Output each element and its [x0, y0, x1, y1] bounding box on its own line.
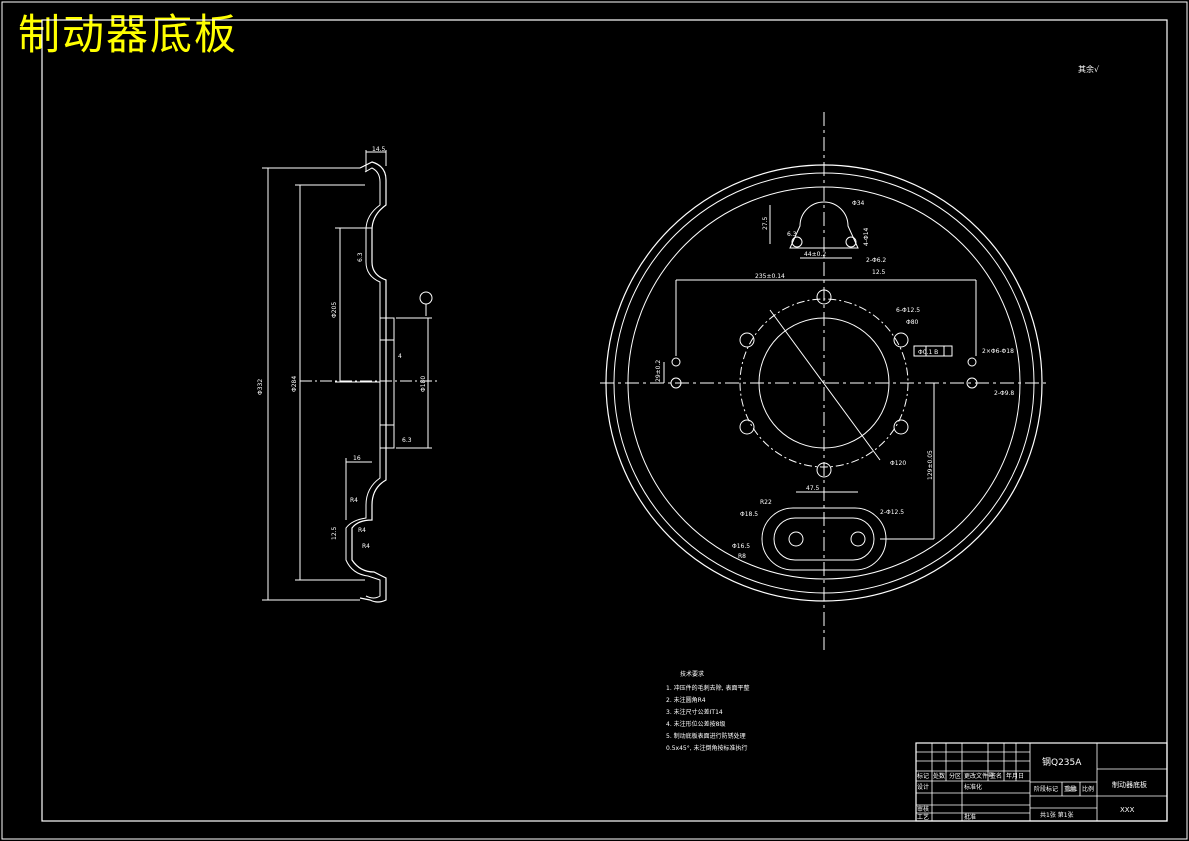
- dim-tol: Φ0.1 B: [918, 349, 938, 356]
- dim-rough2: 6.3: [402, 437, 412, 444]
- tech-req-item: 2. 未注圆角R4: [666, 696, 706, 704]
- dim-d125: 12.5: [872, 269, 886, 276]
- tech-req-item: 1. 冲压件的毛刺去除, 表面平整: [666, 684, 749, 692]
- tb-process: 工艺: [917, 813, 929, 821]
- dim-r2: R4: [358, 527, 366, 534]
- dim-bolt2b: 2-Φ9.8: [994, 390, 1014, 397]
- school-label: XXX: [1120, 806, 1135, 814]
- dim-h2: 4-Φ14: [863, 227, 870, 246]
- dim-r22: R22: [760, 499, 772, 506]
- side-view-labels: 14.5 Φ332 Φ284 Φ205 Φ180 4 16 R4 R4 R4 6…: [257, 146, 427, 550]
- dim-inner-d2: Φ205: [331, 302, 338, 318]
- dim-holes2b: 2-Φ12.5: [880, 509, 904, 516]
- tb-weight: 重量: [1064, 785, 1076, 793]
- dim-d165: Φ16.5: [732, 543, 750, 550]
- dim-v129: 129±0.05: [927, 450, 934, 480]
- dim-top-width: 14.5: [372, 146, 386, 153]
- dim-r1: R4: [350, 497, 358, 504]
- tb-row-label: 标记: [917, 772, 929, 780]
- dim-depth: 12.5: [331, 526, 338, 540]
- tb-row-label: 分区: [949, 772, 961, 780]
- tb-stage: 阶段标记: [1034, 785, 1058, 793]
- tb-approve: 批准: [964, 813, 976, 821]
- tech-req-item: 3. 未注尺寸公差IT14: [666, 708, 723, 716]
- roughness-note: 其余√: [1078, 64, 1100, 74]
- front-view: [600, 112, 1048, 650]
- dim-r8: R8: [738, 553, 746, 560]
- dim-d120: Φ120: [890, 460, 906, 467]
- dim-overall-height: Φ332: [257, 379, 264, 395]
- tb-std: 标准化: [964, 783, 982, 791]
- tb-check: 审核: [917, 805, 929, 813]
- title-block: [915, 742, 1168, 822]
- tech-req-item: 5. 制动底板表面进行防锈处理: [666, 732, 746, 740]
- tech-req-item: 4. 未注形位公差按8级: [666, 720, 725, 728]
- dim-d185: Φ18.5: [740, 511, 758, 518]
- dim-d475: 47.5: [806, 485, 820, 492]
- dim-d80: Φ80: [906, 319, 919, 326]
- front-view-labels: Φ34 27.5 6.3 4-Φ14 44±0.2 2-Φ6.2 12.5 23…: [655, 200, 1014, 560]
- dim-w444: 44±0.2: [804, 251, 826, 258]
- tech-req-item: 0.5x45°, 未注倒角按标准执行: [666, 744, 748, 752]
- tb-design: 设计: [917, 783, 929, 791]
- tech-req-heading: 技术要求: [680, 670, 704, 678]
- dim-holes6: 6-Φ12.5: [896, 307, 920, 314]
- part-name-label: 制动器底板: [1112, 780, 1147, 789]
- tb-row-label: 签名: [990, 772, 1002, 780]
- side-view: [262, 150, 440, 603]
- dim-thickness: 4: [398, 353, 402, 360]
- tb-scale-label: 比例: [1082, 785, 1094, 793]
- dim-inner-d1: Φ284: [291, 376, 298, 392]
- dim-hub-bore: Φ180: [420, 376, 427, 392]
- dim-holes2: 2-Φ6.2: [866, 257, 886, 264]
- sheets-label: 共1张 第1张: [1040, 811, 1074, 819]
- dim-d275: 27.5: [762, 216, 769, 230]
- dim-span: 235±0.14: [755, 273, 785, 280]
- tech-requirements: 技术要求 1. 冲压件的毛刺去除, 表面平整 2. 未注圆角R4 3. 未注尺寸…: [666, 670, 749, 752]
- dim-rough1: 6.3: [357, 252, 364, 262]
- tb-row-label: 年月日: [1006, 772, 1024, 780]
- dim-flange: 16: [353, 455, 361, 462]
- dim-left-v: 29±0.2: [655, 360, 662, 382]
- inner-frame: [41, 19, 1168, 822]
- scale-label: 1:1: [1068, 786, 1078, 793]
- title-block-text: 钢Q235A 制动器底板 XXX 1:1 共1张 第1张 标记 处数 分区 更改…: [917, 756, 1147, 821]
- dim-d63: 6.3: [787, 231, 797, 238]
- tb-row-label: 处数: [933, 772, 945, 780]
- tb-row-label: 更改文件号: [964, 772, 994, 780]
- dim-d34: Φ34: [852, 200, 865, 207]
- dim-r3: R4: [362, 543, 370, 550]
- material-label: 钢Q235A: [1042, 756, 1082, 768]
- dim-bolt2: 2×Φ6-Φ18: [982, 348, 1014, 355]
